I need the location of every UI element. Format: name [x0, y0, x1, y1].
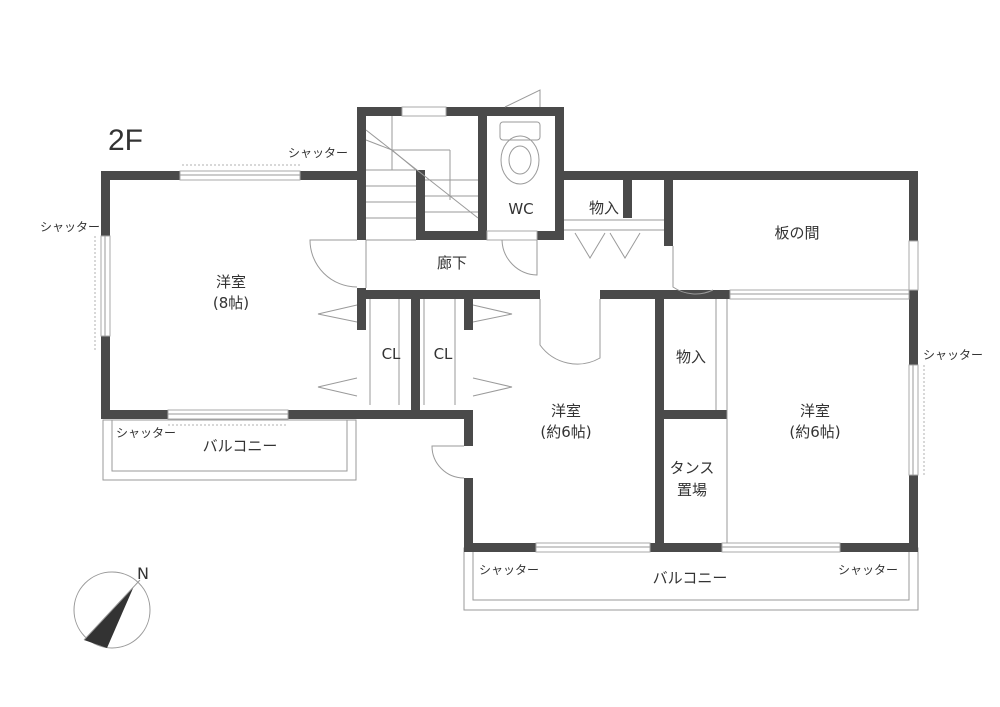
staircase — [365, 116, 479, 219]
western-room-8-size: (8帖) — [213, 294, 249, 312]
western-room-6b-size: (約6帖) — [789, 423, 840, 441]
western-room-6b-label: 洋室 — [800, 402, 830, 420]
western-room-8-label: 洋室 — [216, 273, 246, 291]
shutter-label-left: シャッター — [40, 220, 100, 234]
tansu-label-line2: 置場 — [677, 481, 707, 499]
compass-icon — [73, 571, 151, 649]
closet-right-label: CL — [434, 345, 453, 363]
shutter-label-upper-balcony: シャッター — [116, 426, 176, 440]
shutter-label-lower-right: シャッター — [838, 563, 898, 577]
windows — [100, 106, 919, 553]
storage-top-label: 物入 — [589, 199, 619, 217]
closet-left-label: CL — [382, 345, 401, 363]
wc-label: WC — [508, 200, 533, 218]
itanoma-label: 板の間 — [774, 224, 819, 242]
tansu-label-line1: タンス — [670, 459, 715, 477]
balcony-upper-label: バルコニー — [203, 437, 278, 455]
doors — [309, 89, 714, 479]
toilet-icon — [499, 121, 541, 185]
hallway-label: 廊下 — [437, 254, 467, 272]
compass-north-label: N — [137, 564, 149, 583]
storage-mid-label: 物入 — [676, 348, 706, 366]
western-room-6a-label: 洋室 — [551, 402, 581, 420]
interior-lines — [365, 219, 728, 543]
shutter-label-top: シャッター — [288, 146, 348, 160]
shutter-label-right: シャッター — [923, 348, 983, 362]
floor-label: 2F — [108, 124, 143, 157]
balcony-upper — [102, 419, 357, 481]
shutter-label-lower-left: シャッター — [479, 563, 539, 577]
balcony-lower-label: バルコニー — [653, 569, 728, 587]
western-room-6a-size: (約6帖) — [540, 423, 591, 441]
shutter-marks — [94, 164, 925, 475]
